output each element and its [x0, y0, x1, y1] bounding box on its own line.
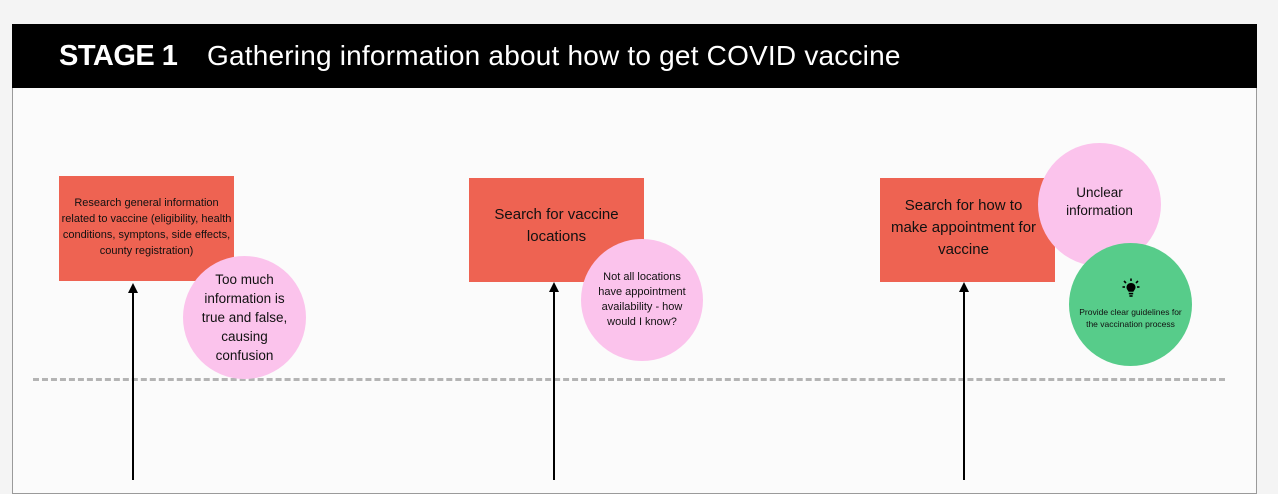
pain-point-text: Too much information is true and false, …: [201, 272, 288, 363]
arrowhead-step-2: [549, 282, 559, 292]
pain-point-bubble: Too much information is true and false, …: [183, 256, 306, 379]
arrow-line-step-2: [553, 290, 555, 480]
arrowhead-step-1: [128, 283, 138, 293]
arrow-line-step-1: [132, 290, 134, 480]
arrow-line-step-3: [963, 290, 965, 480]
idea-text: Provide clear guidelines for the vaccina…: [1079, 306, 1182, 329]
dashed-divider-line: [33, 378, 1225, 381]
lightbulb-icon: [1122, 278, 1139, 297]
step-card-locations: Search for vaccine locations: [469, 178, 644, 282]
pain-point-bubble: Not all locations have appointment avail…: [581, 239, 703, 361]
idea-bubble: Provide clear guidelines for the vaccina…: [1069, 243, 1192, 366]
stage-label: STAGE 1: [59, 40, 178, 72]
pain-point-text: Not all locations have appointment avail…: [598, 271, 686, 328]
step-card-text: Search for how to make appointment for v…: [890, 197, 1037, 258]
arrowhead-step-3: [959, 282, 969, 292]
pain-point-text: Unclear information: [1066, 184, 1133, 218]
step-card-text: Research general information related to …: [61, 196, 232, 257]
stage-title: Gathering information about how to get C…: [207, 40, 901, 71]
step-card-research: Research general information related to …: [59, 176, 234, 281]
step-card-appointment: Search for how to make appointment for v…: [880, 178, 1055, 282]
stage-header: STAGE 1 Gathering information about how …: [12, 24, 1257, 88]
step-card-text: Search for vaccine locations: [494, 206, 619, 245]
